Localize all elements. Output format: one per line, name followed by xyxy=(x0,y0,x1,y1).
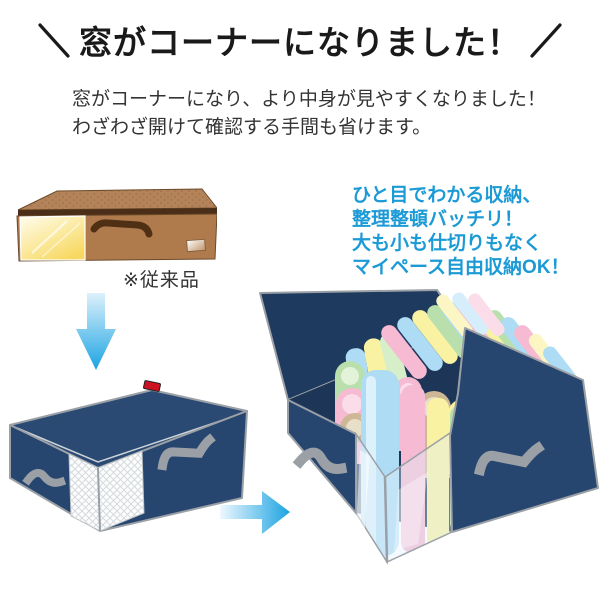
closed-box-tag xyxy=(143,380,161,392)
page-title: 窓がコーナーになりました！ xyxy=(79,24,521,61)
benefit-line-4: マイペース自由収納OK！ xyxy=(352,257,570,278)
intro-line-2: わざわざ開けて確認する手間も省けます。 xyxy=(72,117,432,138)
open-box-illustration xyxy=(259,289,599,565)
closed-box-left-handle xyxy=(22,468,67,487)
old-box-handle xyxy=(90,219,153,238)
old-box-illustration xyxy=(16,188,217,262)
closed-box-illustration xyxy=(9,380,248,532)
right-arrow-icon xyxy=(220,491,290,534)
benefit-line-2: 整理整頓バッチリ！ xyxy=(352,209,524,230)
old-box-label-patch xyxy=(186,238,206,253)
intro-line-1: 窓がコーナーになり、より中身が見やすくなりました！ xyxy=(72,89,546,110)
old-box-lid xyxy=(18,189,217,210)
slash-right-icon xyxy=(530,23,562,58)
old-product-caption: ※従来品 xyxy=(123,270,200,291)
open-box-corner-window xyxy=(355,431,453,565)
intro-text: 窓がコーナーになり、より中身が見やすくなりました！ わざわざ開けて確認する手間も… xyxy=(72,86,572,142)
old-box-window xyxy=(19,215,86,261)
benefit-line-3: 大も小も仕切りもなく xyxy=(352,233,543,254)
slash-left-icon xyxy=(38,23,70,58)
closed-box-right-handle xyxy=(157,433,216,471)
open-box-left-handle xyxy=(292,447,348,474)
benefits-text: ひと目でわかる収納、 整理整頓バッチリ！ 大も小も仕切りもなく マイペース自由収… xyxy=(352,184,582,280)
title-banner: 窓がコーナーになりました！ xyxy=(0,12,600,68)
down-arrow-icon xyxy=(76,293,116,370)
benefit-line-1: ひと目でわかる収納、 xyxy=(352,185,542,206)
open-box-right-handle xyxy=(473,441,545,477)
closed-box-corner-window xyxy=(68,450,145,532)
